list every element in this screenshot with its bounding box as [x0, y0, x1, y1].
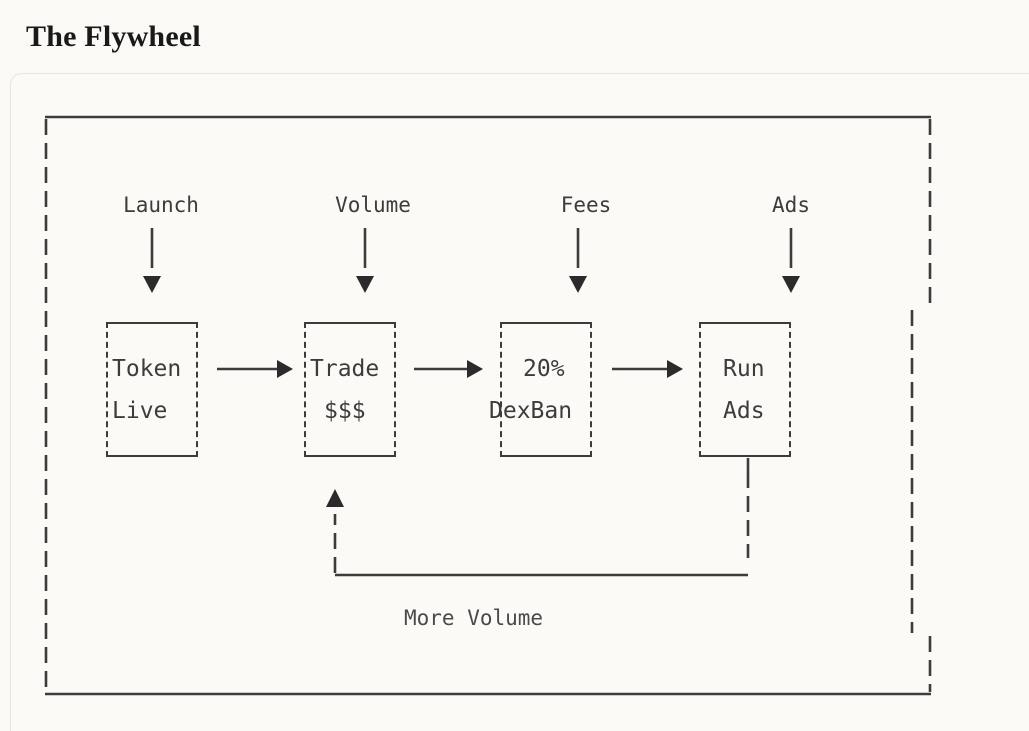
- node-fee-burn: [500, 322, 592, 457]
- node-token-live-line2: Live: [112, 398, 168, 424]
- page-title: The Flywheel: [26, 20, 201, 53]
- node-trade-volume-line2: $$$: [324, 398, 366, 424]
- input-label-launch: Launch: [123, 193, 199, 217]
- node-token-live: [106, 322, 198, 457]
- feedback-loop-label: More Volume: [404, 606, 544, 630]
- node-fee-burn-line2: DexBan: [489, 398, 573, 424]
- input-label-fees: Fees: [560, 193, 612, 217]
- input-label-ads: Ads: [772, 193, 810, 217]
- node-fee-burn-line1: 20%: [523, 356, 565, 382]
- node-token-live-line1: Token: [112, 356, 182, 382]
- node-run-ads: [699, 322, 791, 457]
- node-trade-volume: [304, 322, 396, 457]
- node-run-ads-line2: Ads: [723, 398, 765, 424]
- diagram-card: [10, 73, 1029, 731]
- node-trade-volume-line1: Trade: [310, 356, 380, 382]
- node-run-ads-line1: Run: [723, 356, 765, 382]
- input-label-volume: Volume: [335, 193, 411, 217]
